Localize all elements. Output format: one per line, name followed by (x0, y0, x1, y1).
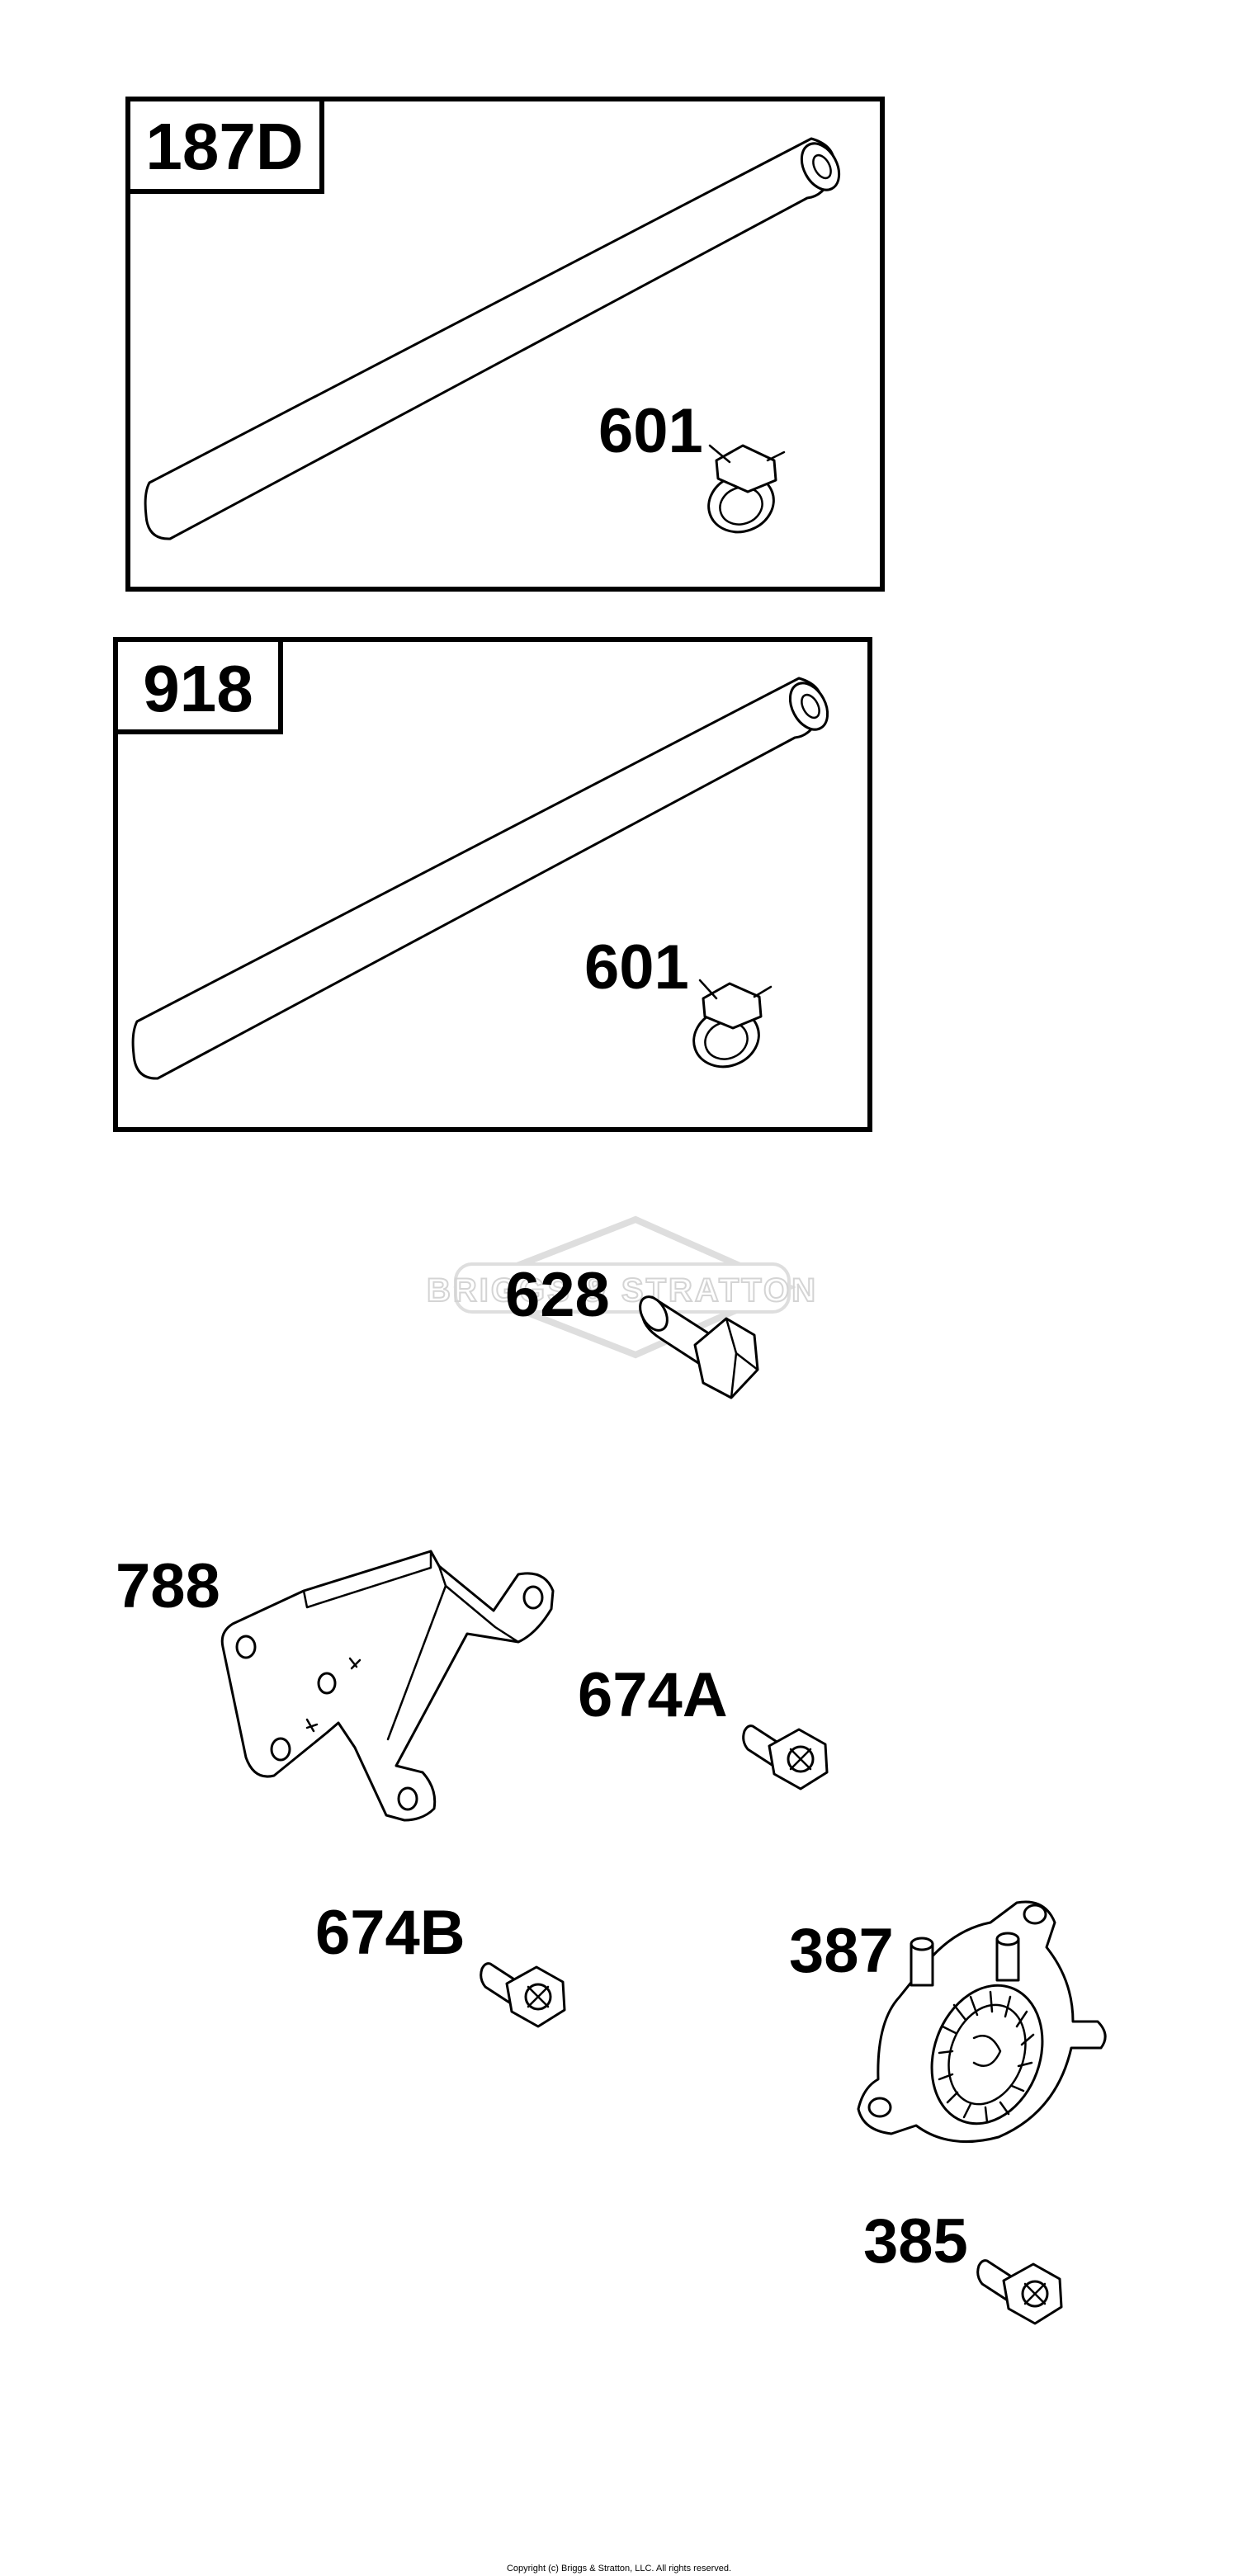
callout-674b: 674B (315, 1898, 465, 1968)
part-box-label-frame (113, 637, 283, 734)
part-box-label: 918 (143, 652, 253, 725)
callout-674a: 674A (578, 1660, 728, 1730)
screw-385 (976, 2259, 1063, 2325)
brand-watermark: BRIGGS & STRATTON (426, 1215, 818, 1359)
callout-601-upper: 601 (598, 396, 703, 466)
fuel-hose-187d (144, 137, 841, 540)
hose-clamp-601a (707, 444, 786, 534)
watermark-text: BRIGGS & STRATTON (427, 1272, 818, 1309)
fuel-pump-387 (857, 1900, 1107, 2144)
callout-788: 788 (116, 1551, 220, 1621)
callout-385: 385 (863, 2206, 968, 2276)
callout-628: 628 (505, 1260, 610, 1330)
callout-387: 387 (789, 1916, 894, 1986)
hose-clamp-601b (692, 979, 773, 1069)
part-box-frame (113, 637, 872, 1132)
bracket-788 (220, 1550, 555, 1822)
copyright-notice: Copyright (c) Briggs & Stratton, LLC. Al… (507, 2564, 731, 2574)
part-box-label-frame (125, 97, 324, 194)
screw-674a (742, 1724, 829, 1790)
screw-674b (480, 1962, 566, 2028)
part-box-frame (125, 97, 885, 592)
callout-601-lower: 601 (584, 932, 689, 1003)
part-box-label: 187D (145, 110, 303, 183)
bolt-628 (639, 1295, 759, 1399)
part-box-187d: 187D 601 (125, 97, 885, 592)
part-box-918: 918 601 (113, 637, 872, 1132)
fuel-hose-918 (131, 677, 829, 1080)
